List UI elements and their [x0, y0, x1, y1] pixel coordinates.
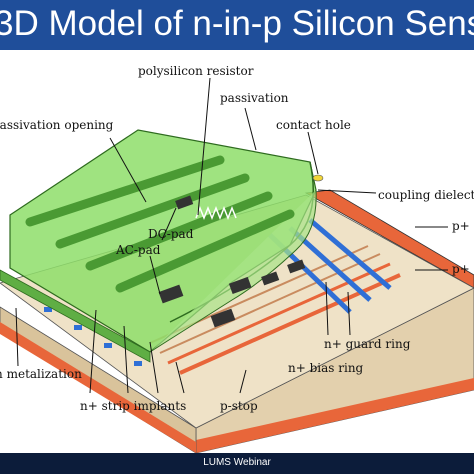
p-stop-line-1: [159, 253, 381, 354]
label-passivation-opening: passivation opening: [0, 118, 114, 132]
ac-pad-1: [158, 284, 184, 304]
label-dc-pad: DC-pad: [148, 227, 194, 241]
label-p-stop: p-stop: [220, 399, 258, 413]
label-guard-ring: n+ guard ring: [324, 337, 411, 351]
bias-ring-implant: [167, 262, 391, 365]
backplane-strip-bottom: [196, 378, 474, 453]
sensor-diagram: polysilicon resistor passivation passiva…: [0, 50, 474, 454]
backplane-strip-top: [304, 189, 474, 289]
metal-strip-2: [55, 173, 250, 249]
polysilicon-resistor: [195, 205, 237, 221]
dc-pad-3: [287, 259, 306, 274]
backplane-left-strip: [0, 322, 196, 453]
contact-hole: [312, 174, 324, 182]
label-aluminum-metalization: aluminum metalization: [0, 367, 82, 381]
face-implant-3: [104, 343, 112, 348]
ac-pad-3: [228, 276, 252, 295]
label-p-plus-1: p+: [452, 219, 470, 233]
metal-strip-4: [115, 209, 295, 293]
label-coupling-dielectric: coupling dielectric: [378, 188, 474, 202]
metal-strip-3: [85, 191, 273, 271]
label-strip-implants: n+ strip implants: [80, 399, 186, 413]
metal-strip-1: [25, 155, 225, 227]
label-p-plus-2: p+: [452, 262, 470, 276]
face-implant-1: [44, 307, 52, 312]
title-bar: 3D Model of n-in-p Silicon Sensors: [0, 0, 474, 50]
page-title: 3D Model of n-in-p Silicon Sensors: [0, 4, 474, 43]
label-bias-ring: n+ bias ring: [288, 361, 364, 375]
passivation-slope: [149, 189, 317, 353]
face-implant-4: [134, 361, 142, 366]
leader-lines: [15, 77, 448, 394]
ac-pad-2: [210, 308, 236, 328]
strip-implant-3: [308, 218, 392, 290]
label-contact-hole: contact hole: [276, 118, 351, 132]
sensor-diagram-svg: polysilicon resistor passivation passiva…: [0, 64, 474, 454]
label-passivation: passivation: [220, 91, 289, 105]
label-polysilicon-resistor: polysilicon resistor: [138, 64, 254, 78]
dc-pad-2: [261, 271, 280, 286]
face-implant-2: [74, 325, 82, 330]
passivation-front-face: [0, 269, 151, 363]
footer-text: LUMS Webinar: [203, 457, 271, 468]
footer-bar: LUMS Webinar: [0, 453, 474, 474]
dc-pad-1: [175, 195, 194, 210]
label-ac-pad: AC-pad: [115, 243, 161, 257]
